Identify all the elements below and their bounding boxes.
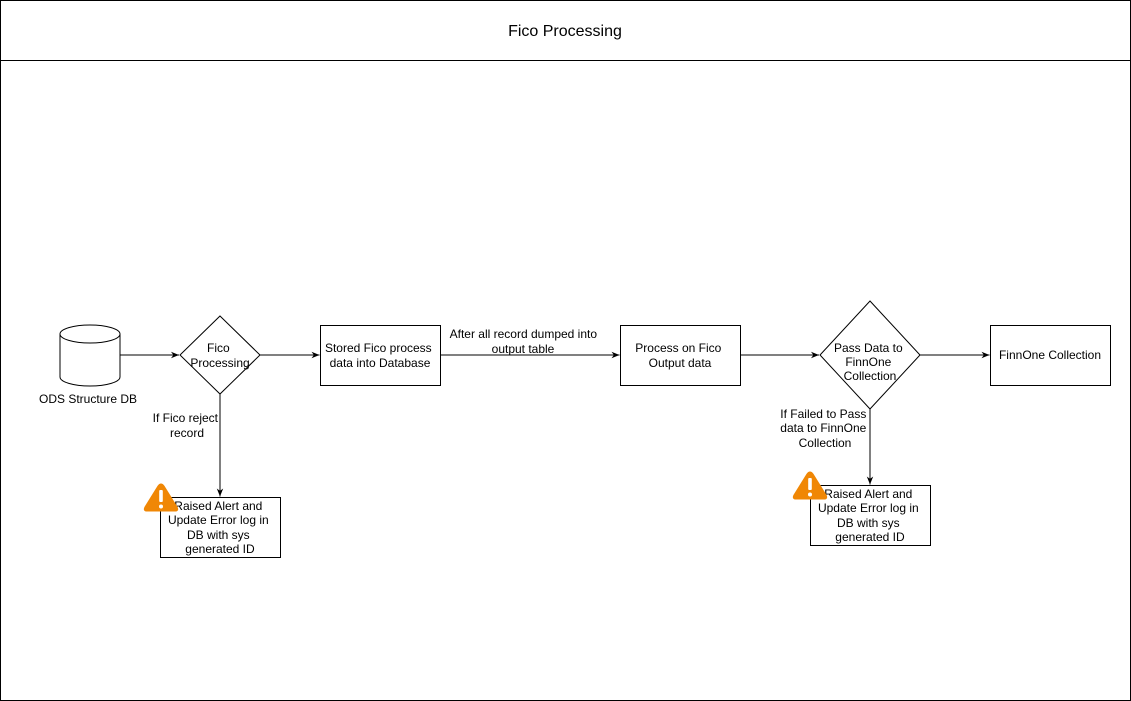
warning-icon — [143, 483, 179, 512]
process-fico-output-label: Process on Fico Output data — [635, 341, 724, 370]
database-icon — [59, 334, 121, 387]
ods-structure-db-node[interactable]: ODS Structure DB — [39, 324, 137, 406]
finnone-collection-node[interactable]: FinnOne Collection — [990, 325, 1111, 386]
stored-fico-process-label: Stored Fico process data into Database — [325, 341, 435, 370]
alert-right-label: Raised Alert and Update Error log in DB … — [818, 487, 922, 544]
alert-left-label: Raised Alert and Update Error log in DB … — [168, 499, 272, 556]
edge-label-failed-pass: If Failed to Pass data to FinnOne Collec… — [780, 407, 869, 450]
edge-label-after-dump: After all record dumped into output tabl… — [450, 327, 601, 356]
label-line: generated ID — [835, 530, 905, 544]
label-line: Process on Fico — [635, 341, 721, 355]
label-line: If Fico reject — [153, 411, 219, 425]
label-line: Raised Alert and — [174, 499, 262, 513]
label-line: Update Error log in — [168, 513, 269, 527]
label-line: Collection — [844, 369, 897, 383]
label-line: data into Database — [330, 356, 431, 370]
label-line: Processing — [190, 356, 249, 370]
label-line: DB with sys — [187, 528, 250, 542]
cylinder-top — [59, 324, 121, 344]
label-line: Update Error log in — [818, 501, 919, 515]
label-line: FinnOne — [845, 355, 891, 369]
process-fico-output-node[interactable]: Process on Fico Output data — [620, 325, 741, 386]
label-line: generated ID — [185, 542, 255, 556]
label-line: Stored Fico process — [325, 341, 432, 355]
alert-left-node[interactable]: Raised Alert and Update Error log in DB … — [143, 483, 281, 558]
alert-box — [160, 497, 281, 558]
warning-icon — [792, 471, 828, 500]
pass-data-decision[interactable]: Pass Data to FinnOne Collection — [819, 300, 921, 410]
fico-processing-decision[interactable]: Fico Processing — [179, 315, 261, 395]
label-line: record — [170, 426, 204, 440]
process-box — [620, 325, 741, 386]
ods-structure-db-label: ODS Structure DB — [39, 392, 137, 406]
diagram-title: Fico Processing — [508, 23, 622, 40]
fico-processing-label: Fico Processing — [190, 341, 249, 370]
alert-box — [810, 485, 931, 546]
finnone-collection-label: FinnOne Collection — [999, 348, 1101, 362]
label-line: If Failed to Pass — [780, 407, 866, 421]
label-line: data to FinnOne — [780, 421, 866, 435]
process-box — [320, 325, 441, 386]
label-line: Raised Alert and — [824, 487, 912, 501]
label-line: Fico — [207, 341, 230, 355]
stored-fico-process-node[interactable]: Stored Fico process data into Database — [320, 325, 441, 386]
label-line: After all record dumped into — [450, 327, 598, 341]
label-line: Output data — [649, 356, 712, 370]
edge-label-fico-reject: If Fico reject record — [153, 411, 222, 440]
label-line: output table — [492, 342, 555, 356]
pass-data-label: Pass Data to FinnOne Collection — [834, 341, 906, 383]
alert-right-node[interactable]: Raised Alert and Update Error log in DB … — [792, 471, 931, 546]
label-line: DB with sys — [837, 516, 900, 530]
label-line: Collection — [799, 436, 852, 450]
label-line: Pass Data to — [834, 341, 903, 355]
process-box — [990, 325, 1111, 386]
